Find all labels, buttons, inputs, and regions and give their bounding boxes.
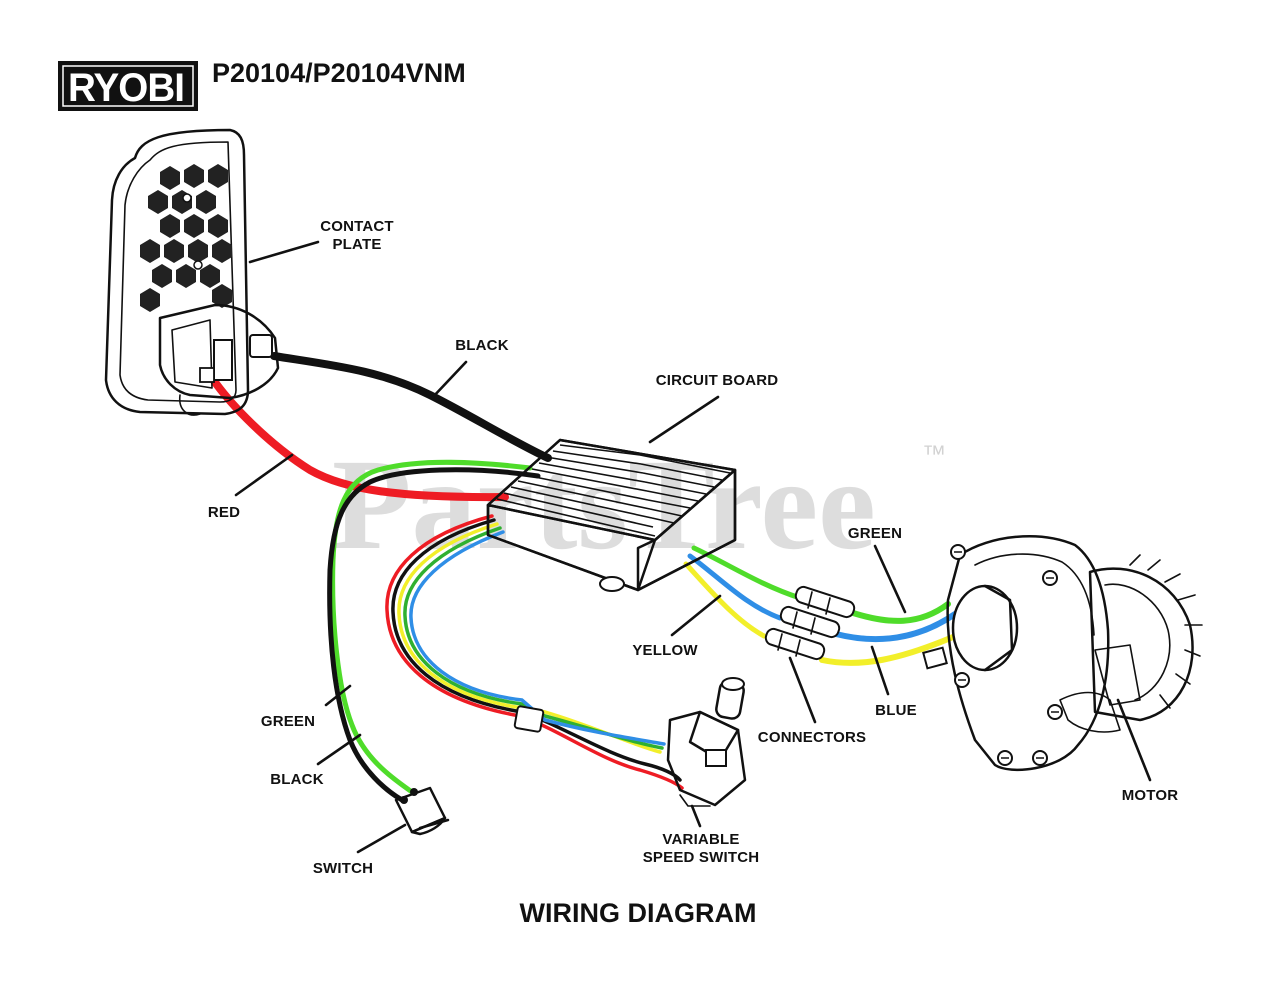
wire-black-switch xyxy=(327,467,541,803)
label-green-right: GREEN xyxy=(848,525,902,542)
wire-yellow-motor-board xyxy=(683,561,767,639)
label-variable-speed-switch-line2: SPEED SWITCH xyxy=(643,849,760,866)
connector-yellow xyxy=(764,627,826,661)
wire-blue-motor xyxy=(833,611,958,643)
header: RYOBI P20104/P20104VNM xyxy=(58,58,466,111)
label-contact-plate-line2: PLATE xyxy=(332,236,381,253)
diagram-title: WIRING DIAGRAM xyxy=(520,898,757,928)
label-red: RED xyxy=(208,504,240,521)
label-blue: BLUE xyxy=(875,702,917,719)
model-number: P20104/P20104VNM xyxy=(212,58,466,88)
connector-green xyxy=(794,585,856,619)
watermark-trademark: ™ xyxy=(922,441,946,468)
motor-icon xyxy=(922,535,1203,772)
wire-bundle-blue xyxy=(409,530,666,746)
bundle-inline-connector xyxy=(513,705,545,733)
leader-lines xyxy=(234,240,1152,854)
variable-speed-switch-icon xyxy=(666,677,747,807)
contact-plate-icon xyxy=(104,128,280,416)
label-connectors: CONNECTORS xyxy=(758,729,866,746)
wire-green-motor xyxy=(847,601,951,624)
wire-yellow-motor xyxy=(819,631,963,666)
wire-blue-motor-board xyxy=(687,553,783,621)
wire-green-motor-board xyxy=(691,545,803,601)
label-black-top: BLACK xyxy=(455,337,509,354)
label-yellow: YELLOW xyxy=(632,642,698,659)
wires xyxy=(206,352,963,803)
micro-switch-icon xyxy=(394,786,450,836)
connector-blue xyxy=(779,605,841,639)
labels: CONTACT PLATE BLACK CIRCUIT BOARD RED GR… xyxy=(208,218,1178,877)
label-switch: SWITCH xyxy=(313,860,373,877)
wire-bundle-red xyxy=(385,514,684,790)
wire-bundle-black xyxy=(391,518,682,782)
label-contact-plate-line1: CONTACT xyxy=(320,218,394,235)
label-circuit-board: CIRCUIT BOARD xyxy=(656,372,779,389)
wire-black-main xyxy=(270,352,552,462)
label-variable-speed-switch-line1: VARIABLE xyxy=(662,831,739,848)
label-black-left: BLACK xyxy=(270,771,324,788)
connector-terminals xyxy=(764,585,856,661)
label-green-left: GREEN xyxy=(261,713,315,730)
circuit-board-icon xyxy=(486,438,737,592)
brand-name: RYOBI xyxy=(68,66,184,110)
label-motor: MOTOR xyxy=(1122,787,1179,804)
ryobi-logo: RYOBI xyxy=(58,61,198,111)
